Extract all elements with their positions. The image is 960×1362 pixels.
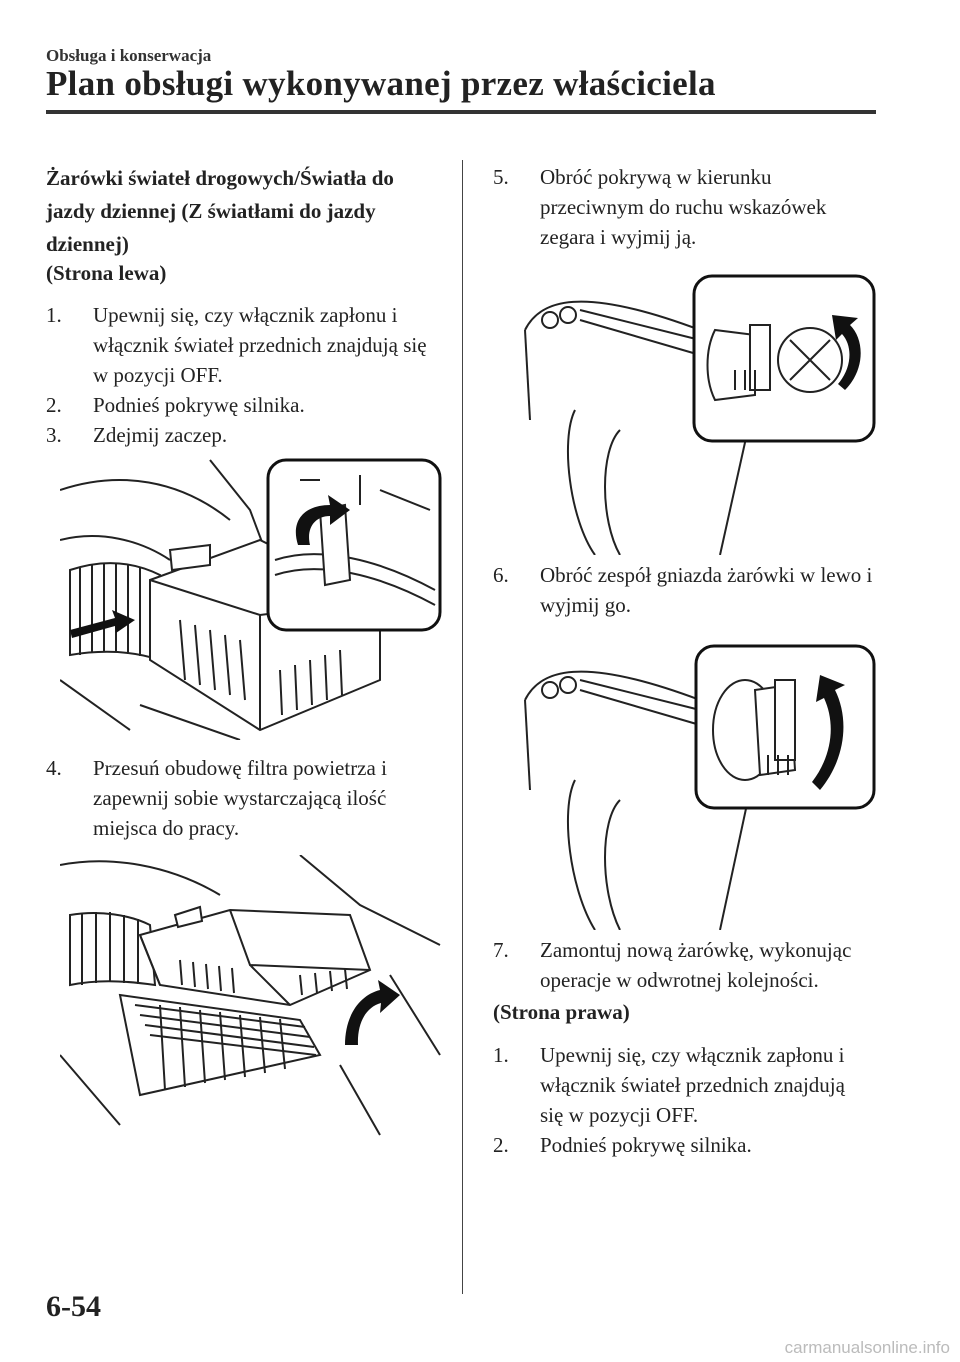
step-5: 5.Obróć pokrywą w kierunku przeciwnym do… (493, 165, 827, 249)
column-divider (462, 160, 463, 1294)
left-step-4: 4.Przesuń obudowę filtra powietrza i zap… (46, 753, 446, 843)
step-6: 6.Obróć zespół gniazda żarówki w lewo i … (493, 563, 873, 617)
right-step-2: 2.Podnieś pokrywę silnika. (493, 1133, 752, 1157)
section-label: Obsługa i konserwacja (46, 46, 212, 65)
right-steps-1-2: 1.Upewnij się, czy włącznik zapłonu i wł… (493, 1040, 873, 1160)
page-number: 6-54 (46, 1290, 101, 1323)
left-side-subheading: (Strona lewa) (46, 261, 167, 285)
bulb-socket-illustration (524, 644, 876, 930)
right-step-7: 7.Zamontuj nową żarówkę, wykonując opera… (493, 935, 873, 995)
right-side-subheading: (Strona prawa) (493, 1000, 630, 1024)
step-7: 7.Zamontuj nową żarówkę, wykonując opera… (493, 938, 852, 992)
step-2: 2.Podnieś pokrywę silnika. (46, 393, 305, 417)
right-step-5: 5.Obróć pokrywą w kierunku przeciwnym do… (493, 162, 873, 252)
section-heading: Żarówki świateł drogowych/Światła do jaz… (46, 166, 394, 256)
right-step-1: 1.Upewnij się, czy włącznik zapłonu i wł… (493, 1043, 845, 1127)
right-step-6: 6.Obróć zespół gniazda żarówki w lewo i … (493, 560, 873, 620)
air-filter-clip-illustration (60, 458, 442, 740)
headlight-cover-illustration (524, 274, 876, 555)
header-rule (46, 110, 876, 114)
watermark: carmanualsonline.info (784, 1338, 950, 1357)
step-1: 1.Upewnij się, czy włącznik zapłonu i wł… (46, 303, 427, 387)
page-title: Plan obsługi wykonywanej przez właścicie… (46, 64, 716, 103)
step-3: 3.Zdejmij zaczep. (46, 423, 228, 447)
left-steps-1-3: 1.Upewnij się, czy włącznik zapłonu i wł… (46, 300, 446, 450)
air-filter-housing-illustration (60, 855, 441, 1136)
step-4: 4.Przesuń obudowę filtra powietrza i zap… (46, 756, 387, 840)
